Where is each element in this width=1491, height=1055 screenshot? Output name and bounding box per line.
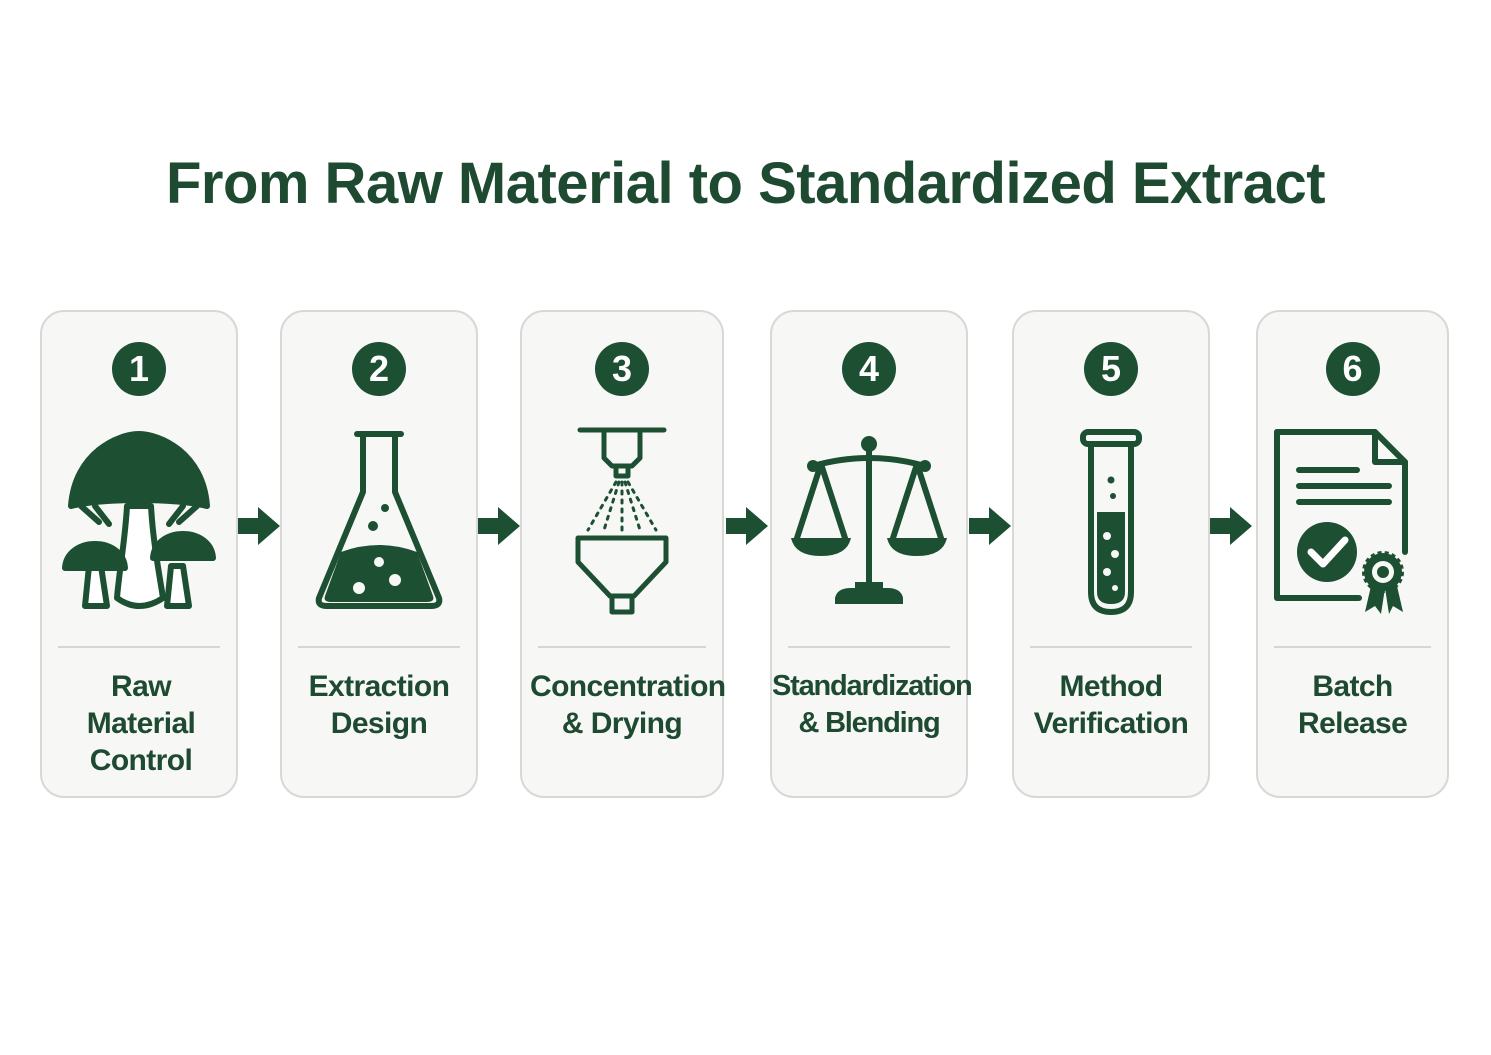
spray-dryer-icon — [575, 427, 669, 615]
flask-icon — [315, 431, 443, 609]
step-number-badge: 4 — [842, 342, 896, 396]
step-label: Concentration & Drying — [530, 670, 726, 740]
step-label: Extraction Design — [308, 670, 450, 740]
step-card-raw-material-control: 1 Raw Material Control — [40, 310, 238, 798]
step-number-badge: 3 — [595, 342, 649, 396]
step-number-badge: 5 — [1084, 342, 1138, 396]
card-divider — [298, 646, 460, 648]
arrow-right-icon — [726, 507, 768, 545]
card-divider — [538, 646, 706, 648]
step-card-extraction-design: 2 Extraction Design — [280, 310, 478, 798]
step-label: Method Verification — [1033, 670, 1189, 740]
diagram-title: From Raw Material to Standardized Extrac… — [165, 151, 1326, 216]
balance-scale-icon — [791, 436, 947, 604]
step-label: Standardization & Blending — [772, 670, 973, 739]
step-card-concentration-drying: 3 Concentration & Drying — [520, 310, 726, 798]
certificate-icon — [1273, 429, 1408, 614]
card-divider — [1274, 646, 1431, 648]
arrow-right-icon — [969, 507, 1011, 545]
mushroom-icon — [62, 431, 216, 609]
step-number-badge: 2 — [352, 342, 406, 396]
step-number-badge: 6 — [1325, 342, 1380, 396]
step-card-batch-release: 6 Batch Release — [1256, 310, 1449, 798]
step-number-badge: 1 — [112, 342, 166, 396]
arrow-right-icon — [238, 507, 280, 545]
step-card-standardization-blending: 4 Standardization & Blending — [770, 310, 973, 798]
step-label: Batch Release — [1298, 670, 1408, 740]
arrow-right-icon — [478, 507, 520, 545]
step-label: Raw Material Control — [86, 670, 196, 777]
card-divider — [788, 646, 950, 648]
card-divider — [1030, 646, 1192, 648]
arrow-right-icon — [1210, 507, 1252, 545]
test-tube-icon — [1080, 429, 1142, 615]
step-card-method-verification: 5 Method Verification — [1012, 310, 1210, 798]
card-divider — [58, 646, 220, 648]
